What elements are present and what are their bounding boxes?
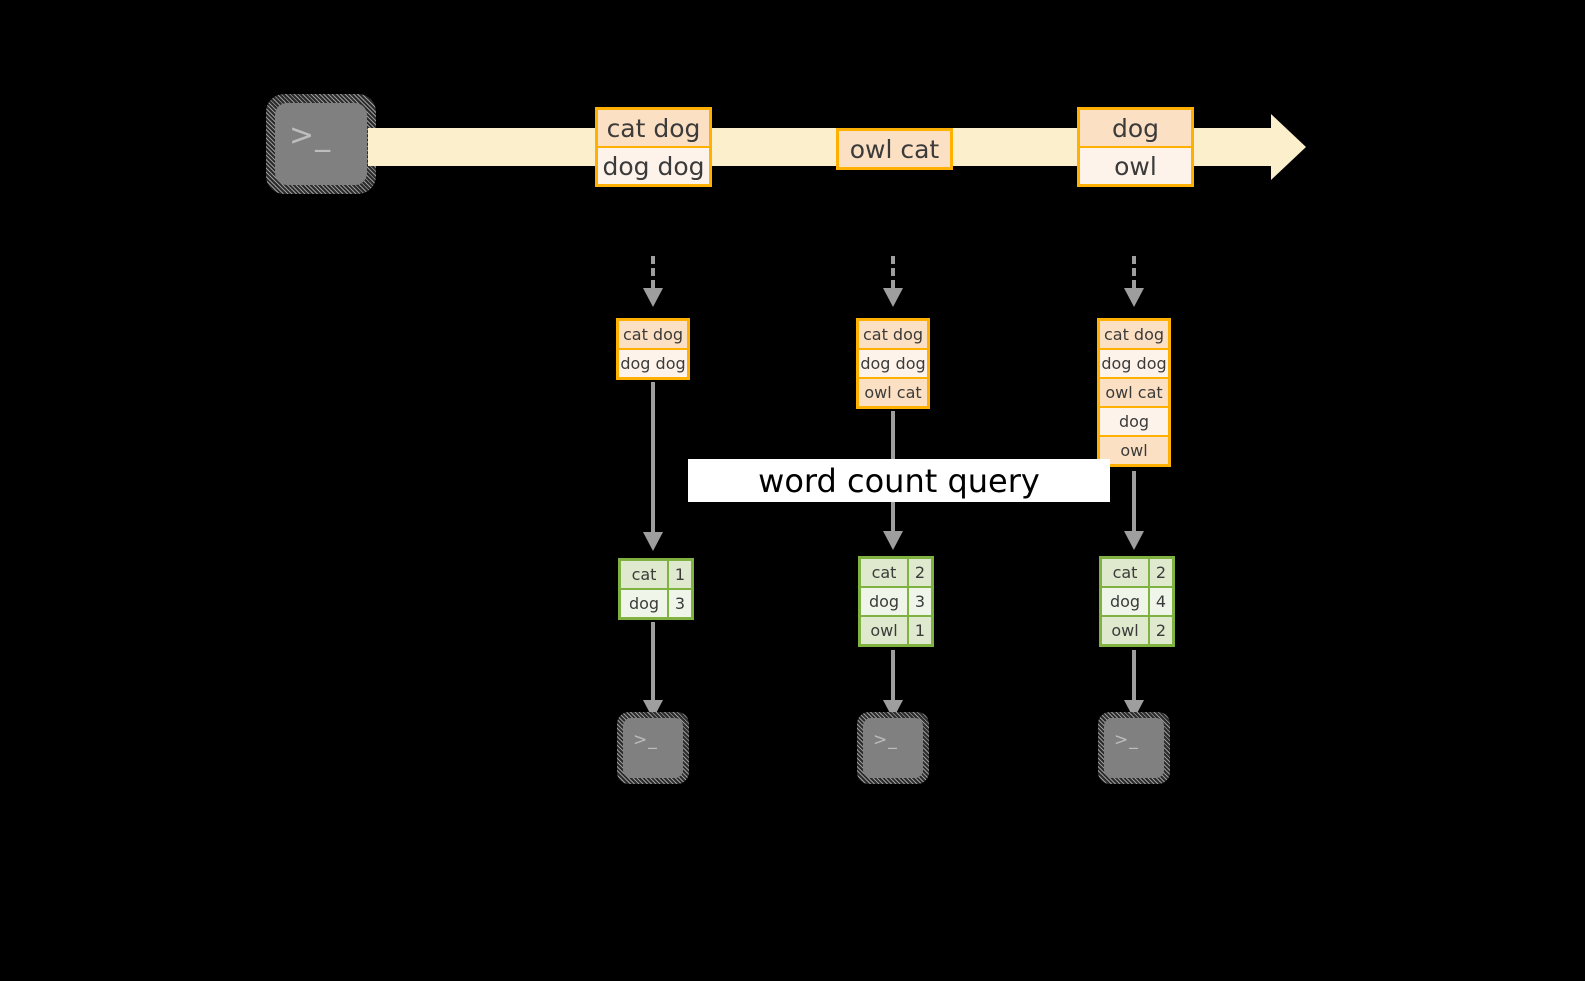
snapshot-3-query-connector: [1132, 471, 1136, 531]
result-row: owl 1: [861, 617, 931, 644]
result-word: dog: [1102, 588, 1148, 615]
result-count: 4: [1150, 588, 1172, 615]
terminal-face: >_: [275, 103, 367, 185]
snapshot-3-sink-terminal-icon: >_: [1098, 712, 1170, 784]
dashed-down-arrow-icon: [1124, 288, 1144, 307]
stream-event-3: dog owl: [1077, 107, 1194, 187]
buffer-line: cat dog: [619, 321, 687, 348]
snapshot-1-sink-connector: [651, 622, 655, 700]
snapshot-2-buffer: cat dog dog dog owl cat: [856, 318, 930, 409]
snapshot-3-query-arrow-icon: [1124, 531, 1144, 550]
query-label: word count query: [688, 459, 1110, 502]
result-row: cat 2: [861, 559, 931, 586]
buffer-line: cat dog: [1100, 321, 1168, 348]
result-row: owl 2: [1102, 617, 1172, 644]
result-word: cat: [1102, 559, 1148, 586]
result-row: dog 4: [1102, 588, 1172, 615]
terminal-prompt-glyph: >_: [1114, 730, 1139, 750]
snapshot-2-query-arrow-icon: [883, 531, 903, 550]
result-count: 1: [669, 561, 691, 588]
result-row: dog 3: [861, 588, 931, 615]
stream-event-2: owl cat: [836, 128, 953, 170]
event-line: cat dog: [598, 110, 709, 146]
source-terminal-icon: >_: [266, 94, 376, 194]
buffer-line: owl: [1100, 437, 1168, 464]
result-count: 1: [909, 617, 931, 644]
dashed-down-arrow-icon: [883, 288, 903, 307]
result-count: 3: [669, 590, 691, 617]
terminal-face: >_: [623, 718, 683, 778]
buffer-line: dog dog: [619, 350, 687, 377]
result-word: dog: [861, 588, 907, 615]
snapshot-1-buffer: cat dog dog dog: [616, 318, 690, 380]
result-word: cat: [861, 559, 907, 586]
event-line: dog dog: [598, 148, 709, 184]
terminal-face: >_: [863, 718, 923, 778]
snapshot-1-query-arrow-icon: [643, 532, 663, 551]
snapshot-3-buffer: cat dog dog dog owl cat dog owl: [1097, 318, 1171, 467]
snapshot-1-results: cat 1 dog 3: [618, 558, 694, 620]
terminal-prompt-glyph: >_: [873, 730, 898, 750]
result-word: dog: [621, 590, 667, 617]
snapshot-1-query-connector: [651, 382, 655, 532]
snapshot-3-sink-connector: [1132, 650, 1136, 700]
event-line: dog: [1080, 110, 1191, 146]
event-line: owl: [1080, 148, 1191, 184]
buffer-line: owl cat: [859, 379, 927, 406]
result-count: 2: [1150, 559, 1172, 586]
terminal-face: >_: [1104, 718, 1164, 778]
snapshot-2-sink-terminal-icon: >_: [857, 712, 929, 784]
result-word: owl: [1102, 617, 1148, 644]
result-row: cat 1: [621, 561, 691, 588]
snapshot-1-sink-terminal-icon: >_: [617, 712, 689, 784]
snapshot-3-dashed-connector: [1132, 256, 1136, 288]
stream-event-1: cat dog dog dog: [595, 107, 712, 187]
buffer-line: dog dog: [859, 350, 927, 377]
snapshot-2-dashed-connector: [891, 256, 895, 288]
dashed-down-arrow-icon: [643, 288, 663, 307]
result-count: 2: [1150, 617, 1172, 644]
snapshot-2-sink-connector: [891, 650, 895, 700]
snapshot-2-results: cat 2 dog 3 owl 1: [858, 556, 934, 647]
event-line: owl cat: [839, 131, 950, 167]
snapshot-3-results: cat 2 dog 4 owl 2: [1099, 556, 1175, 647]
result-count: 3: [909, 588, 931, 615]
result-word: owl: [861, 617, 907, 644]
buffer-line: dog dog: [1100, 350, 1168, 377]
buffer-line: owl cat: [1100, 379, 1168, 406]
snapshot-1-dashed-connector: [651, 256, 655, 288]
buffer-line: cat dog: [859, 321, 927, 348]
stream-arrow-head: [1271, 114, 1306, 180]
result-row: cat 2: [1102, 559, 1172, 586]
terminal-prompt-glyph: >_: [289, 118, 332, 153]
result-count: 2: [909, 559, 931, 586]
result-word: cat: [621, 561, 667, 588]
result-row: dog 3: [621, 590, 691, 617]
buffer-line: dog: [1100, 408, 1168, 435]
terminal-prompt-glyph: >_: [633, 730, 658, 750]
